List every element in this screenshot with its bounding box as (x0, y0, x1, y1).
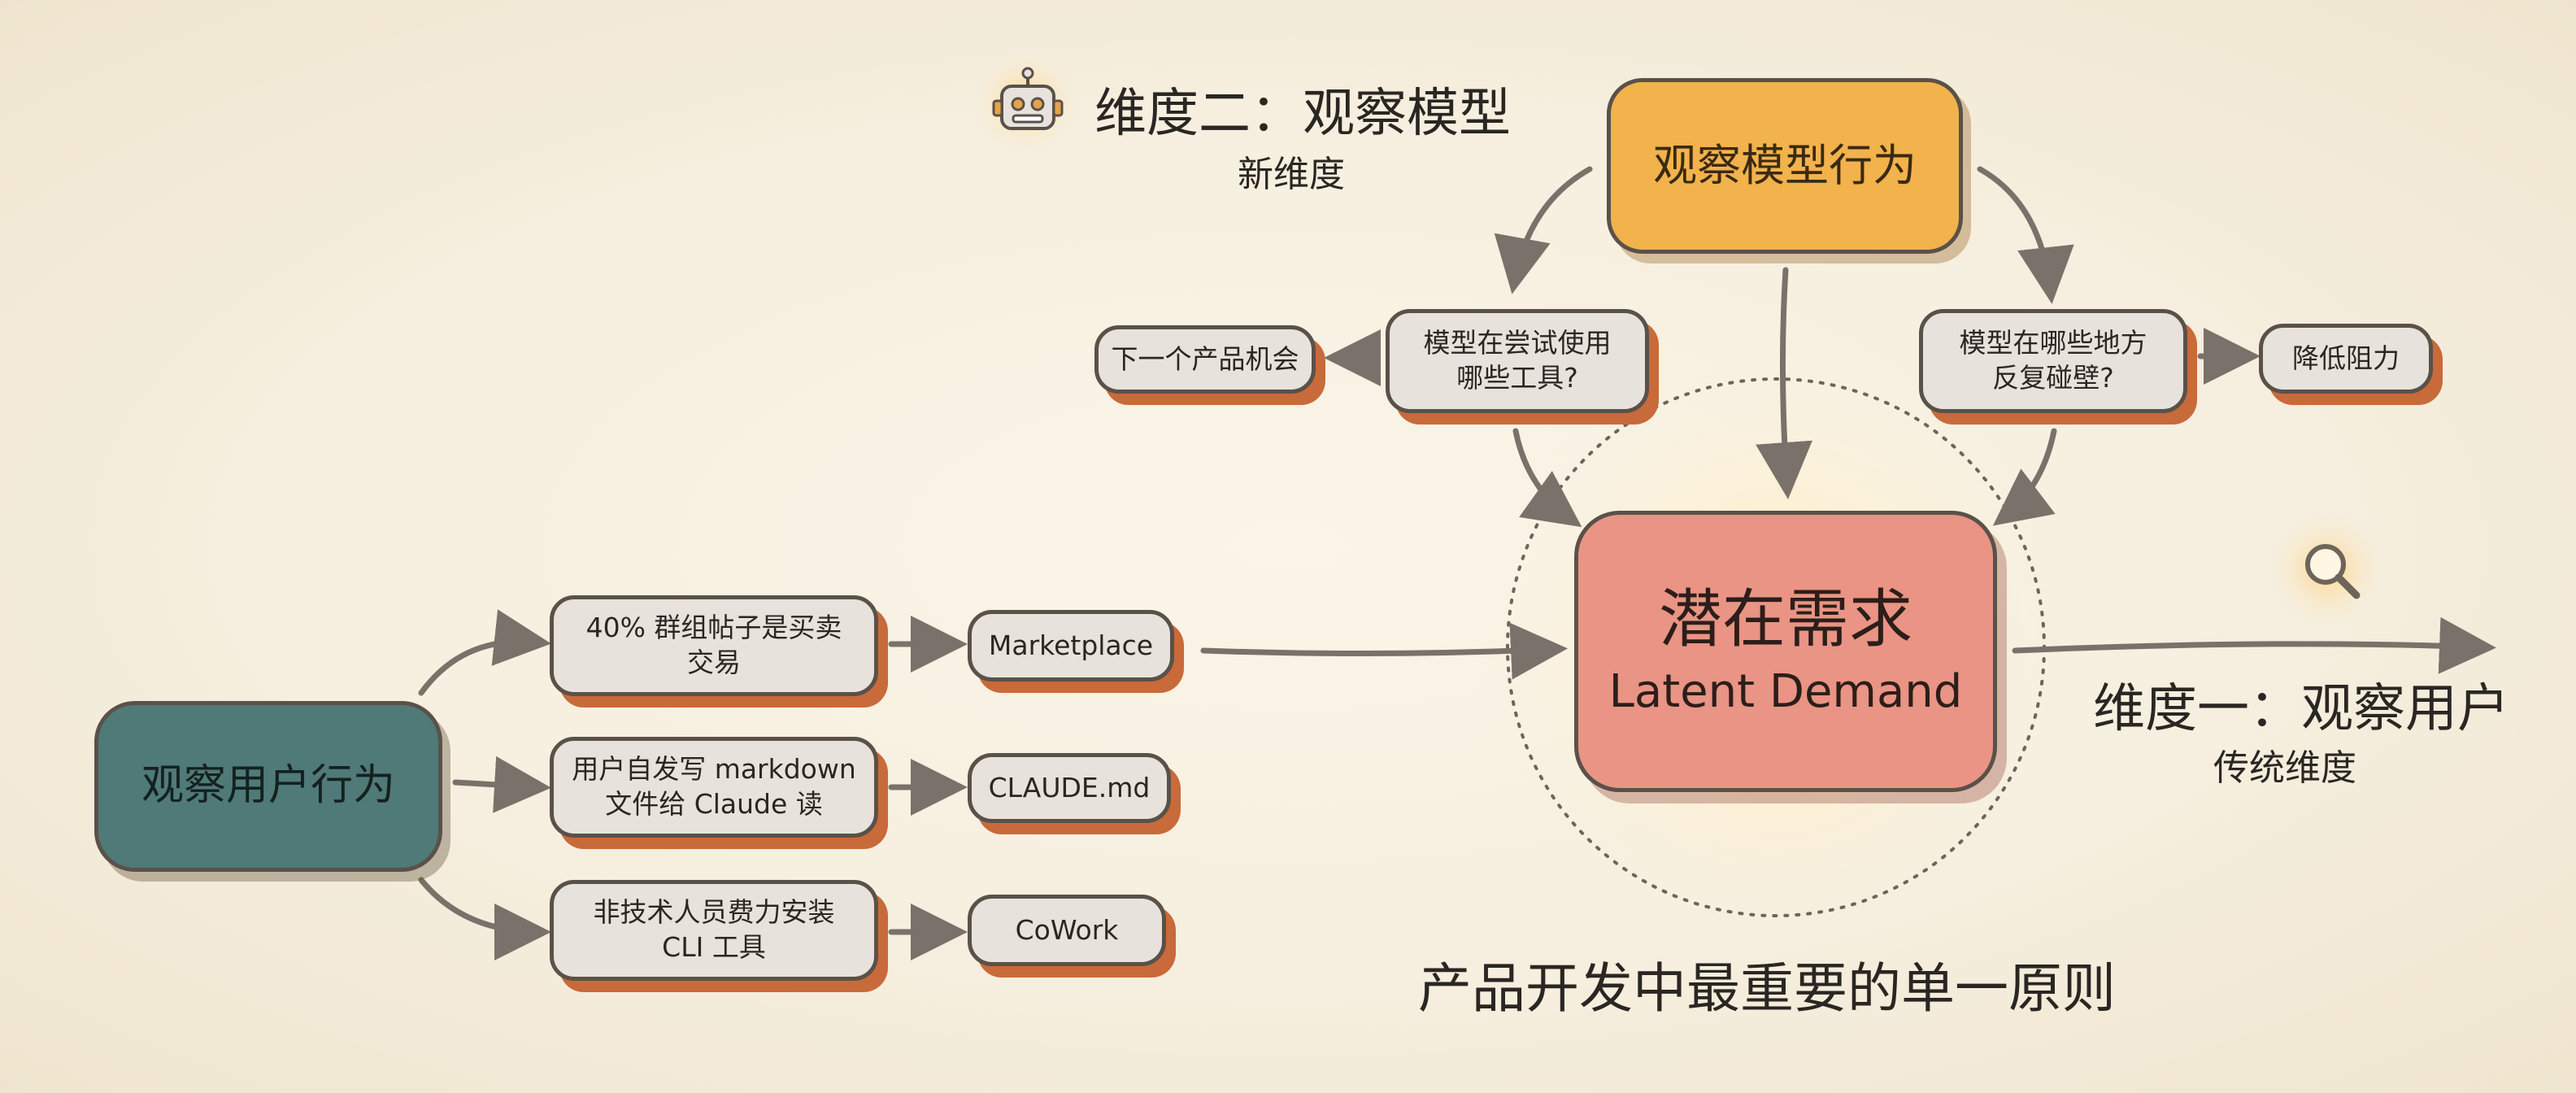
latent-demand-zh: 潜在需求 (1658, 582, 1912, 656)
arrow-product1-to-center (1200, 622, 1568, 680)
product-marketplace-node: Marketplace (968, 610, 1174, 681)
user-behavior-node: 观察用户行为 (94, 701, 442, 872)
arrow-user-to-obs1 (418, 609, 551, 696)
dimension-one-subtitle: 传统维度 (2213, 747, 2356, 789)
observation-cowork-node: 非技术人员费力安装 CLI 工具 (550, 880, 878, 981)
arrow-user-to-obs3 (418, 877, 551, 960)
model-behavior-label: 观察模型行为 (1653, 139, 1917, 191)
arrow-user-to-obs2 (452, 756, 551, 813)
dimension-one-title: 维度一：观察用户 (2093, 679, 2509, 739)
arrow-model-to-right-question (1977, 166, 2074, 304)
dimension-two-title: 维度二：观察模型 (1094, 84, 1511, 144)
user-behavior-label: 观察用户行为 (141, 761, 395, 811)
latent-demand-en: Latent Demand (1608, 665, 1963, 719)
observation-marketplace-node: 40% 群组帖子是买卖 交易 (550, 595, 878, 696)
arrow-model-to-left-question (1494, 166, 1593, 294)
model-tools-question-node: 模型在尝试使用 哪些工具? (1386, 309, 1649, 413)
arrow-left-question-to-center (1512, 428, 1582, 528)
product-claude-md-node: CLAUDE.md (968, 753, 1171, 823)
observation-claude-md-node: 用户自发写 markdown 文件给 Claude 读 (550, 737, 878, 838)
model-behavior-node: 观察模型行为 (1607, 78, 1963, 254)
arrow-model-to-center (1756, 267, 1812, 499)
model-friction-question-node: 模型在哪些地方 反复碰壁? (1919, 309, 2187, 413)
next-product-opportunity-node: 下一个产品机会 (1094, 325, 1316, 394)
magnifier-icon (2305, 544, 2361, 599)
arrow-center-to-dimension-one (2012, 616, 2496, 674)
robot-icon (992, 67, 1064, 130)
dimension-two-subtitle: 新维度 (1238, 154, 1345, 195)
arrow-right-question-to-center (1992, 428, 2057, 526)
reduce-friction-node: 降低阻力 (2259, 324, 2433, 394)
product-cowork-node: CoWork (968, 895, 1166, 966)
latent-demand-node: 潜在需求 Latent Demand (1574, 511, 1997, 792)
principle-caption: 产品开发中最重要的单一原则 (1418, 957, 2116, 1020)
